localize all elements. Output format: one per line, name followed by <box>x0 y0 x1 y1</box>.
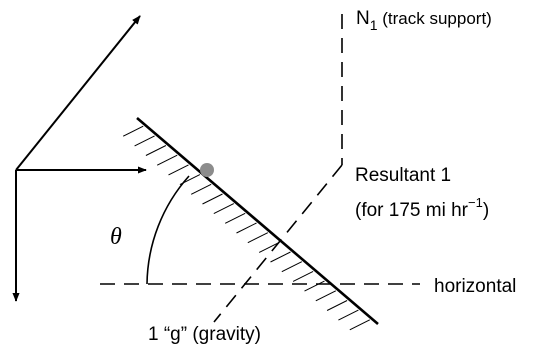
hatch-mark <box>292 270 314 282</box>
hatch-mark <box>236 222 257 234</box>
banked-track-line <box>136 117 379 325</box>
hatch-mark <box>213 203 235 215</box>
hatch-mark <box>145 145 167 156</box>
hatch-mark <box>304 280 325 292</box>
hatch-mark <box>168 164 189 176</box>
track-surface-hatching <box>122 125 371 331</box>
hatch-mark <box>315 290 337 302</box>
theta-angle-arc <box>146 175 190 285</box>
resultant-label-line2: (for 175 mi hr−1) <box>355 195 489 221</box>
resultant-force-arrow <box>15 15 141 171</box>
hatch-mark <box>326 300 348 311</box>
hatch-mark <box>247 232 269 244</box>
hatch-mark <box>349 319 371 331</box>
hatch-mark <box>190 183 212 195</box>
hatch-mark <box>122 125 144 137</box>
ball-on-track <box>200 163 214 177</box>
hatch-mark <box>258 241 280 253</box>
n1-label: N1 (track support) <box>356 8 492 33</box>
hatch-mark <box>338 309 359 321</box>
hatch-mark <box>224 212 246 224</box>
theta-symbol: θ <box>110 224 122 250</box>
hatch-mark <box>134 135 155 147</box>
hatch-mark <box>281 261 303 273</box>
resultant-label-line1: Resultant 1 <box>355 165 451 186</box>
horizontal-label: horizontal <box>434 276 516 297</box>
hatch-mark <box>202 193 223 205</box>
gravity-label: 1 “g” (gravity) <box>148 324 261 345</box>
hatch-mark <box>156 154 178 166</box>
hatch-mark <box>270 251 291 263</box>
